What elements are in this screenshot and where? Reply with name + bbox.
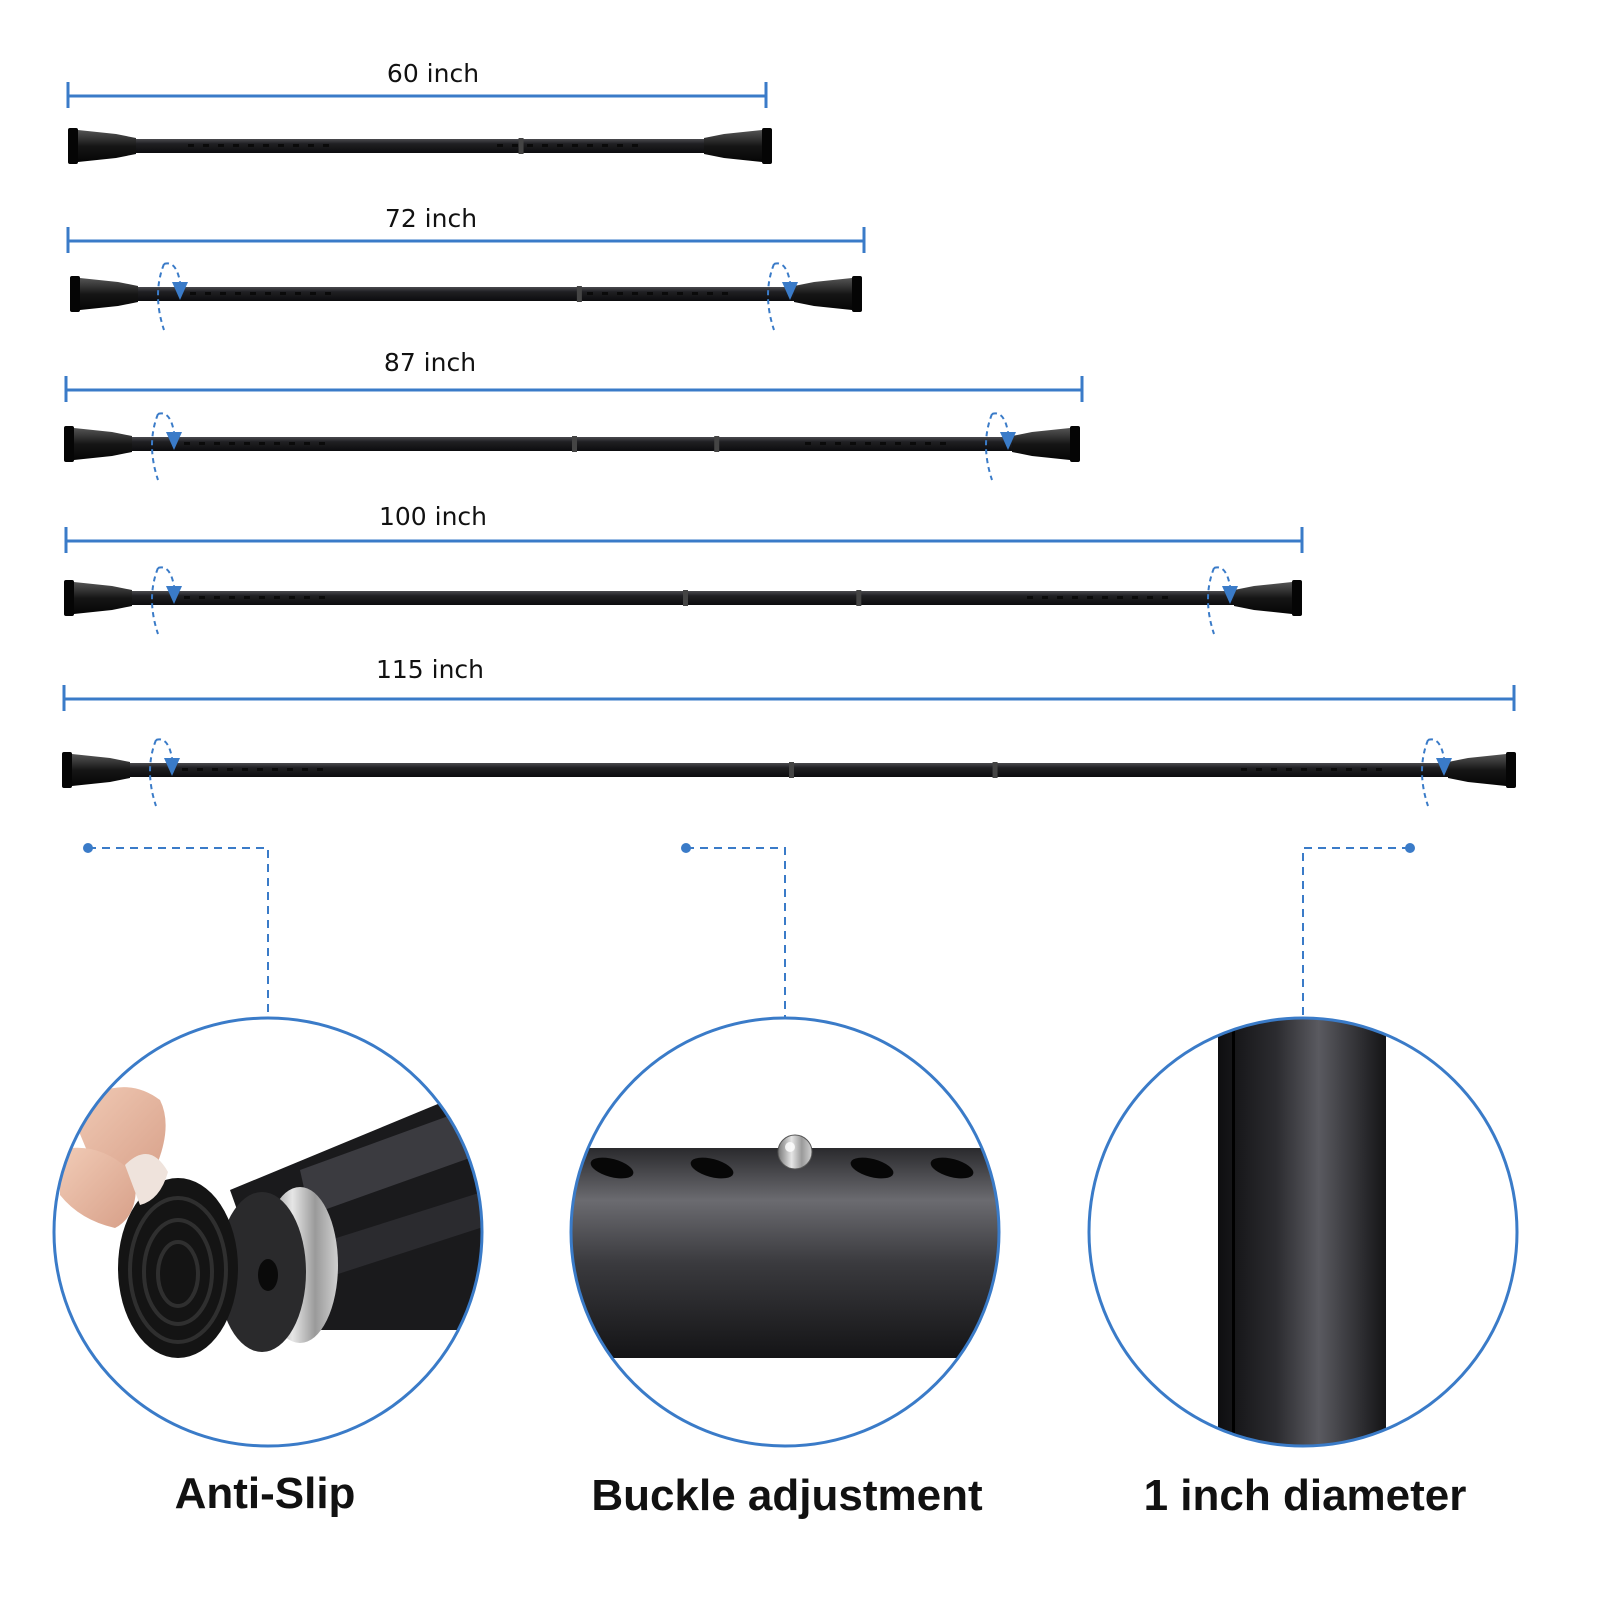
rod-body	[64, 426, 1080, 462]
dimension-line	[64, 376, 1084, 402]
rod-end-cap	[704, 128, 772, 164]
leader-line-buckle	[681, 843, 786, 1018]
feature-label-buckle-adjustment: Buckle adjustment	[591, 1471, 983, 1520]
rod-end-cap	[1012, 426, 1080, 462]
leader-line-anti-slip	[83, 843, 269, 1018]
feature-label-diameter: 1 inch diameter	[1144, 1471, 1467, 1520]
rod-end-cap	[70, 276, 138, 312]
rod-end-cap	[1448, 752, 1516, 788]
rod-end-cap	[64, 580, 132, 616]
rod-length-label: 60 inch	[387, 59, 479, 88]
diameter-closeup-icon	[1087, 1016, 1519, 1448]
leader-line-diameter	[1302, 843, 1415, 1018]
rod-end-cap	[64, 426, 132, 462]
rod-body	[64, 580, 1302, 616]
rod-end-cap	[62, 752, 130, 788]
rod-body	[68, 128, 772, 164]
dimension-line	[64, 527, 1304, 553]
rod-1: 60 inch	[66, 59, 772, 164]
feature-label-anti-slip: Anti-Slip	[175, 1469, 356, 1518]
rod-length-label: 72 inch	[385, 204, 477, 233]
rod-end-cap	[1234, 580, 1302, 616]
rod-2: 72 inch	[66, 204, 866, 331]
rotate-arrow-icon	[151, 566, 1238, 635]
rod-length-label: 87 inch	[384, 348, 476, 377]
rod-4: 100 inch	[64, 502, 1304, 635]
rod-length-label: 115 inch	[376, 655, 484, 684]
buckle-adjustment-closeup-icon	[569, 1016, 1001, 1448]
rod-3: 87 inch	[64, 348, 1084, 481]
rod-end-cap	[68, 128, 136, 164]
rod-length-label: 100 inch	[379, 502, 487, 531]
rotate-arrow-icon	[149, 738, 1452, 807]
rod-body	[70, 276, 862, 312]
rod-body	[62, 752, 1516, 788]
dimension-line	[66, 227, 866, 253]
dimension-line	[62, 685, 1516, 711]
dimension-line	[66, 82, 768, 108]
rotate-arrow-icon	[157, 262, 798, 331]
anti-slip-closeup-icon	[52, 1016, 484, 1448]
rod-end-cap	[794, 276, 862, 312]
rod-5: 115 inch	[62, 655, 1516, 807]
rotate-arrow-icon	[151, 412, 1016, 481]
